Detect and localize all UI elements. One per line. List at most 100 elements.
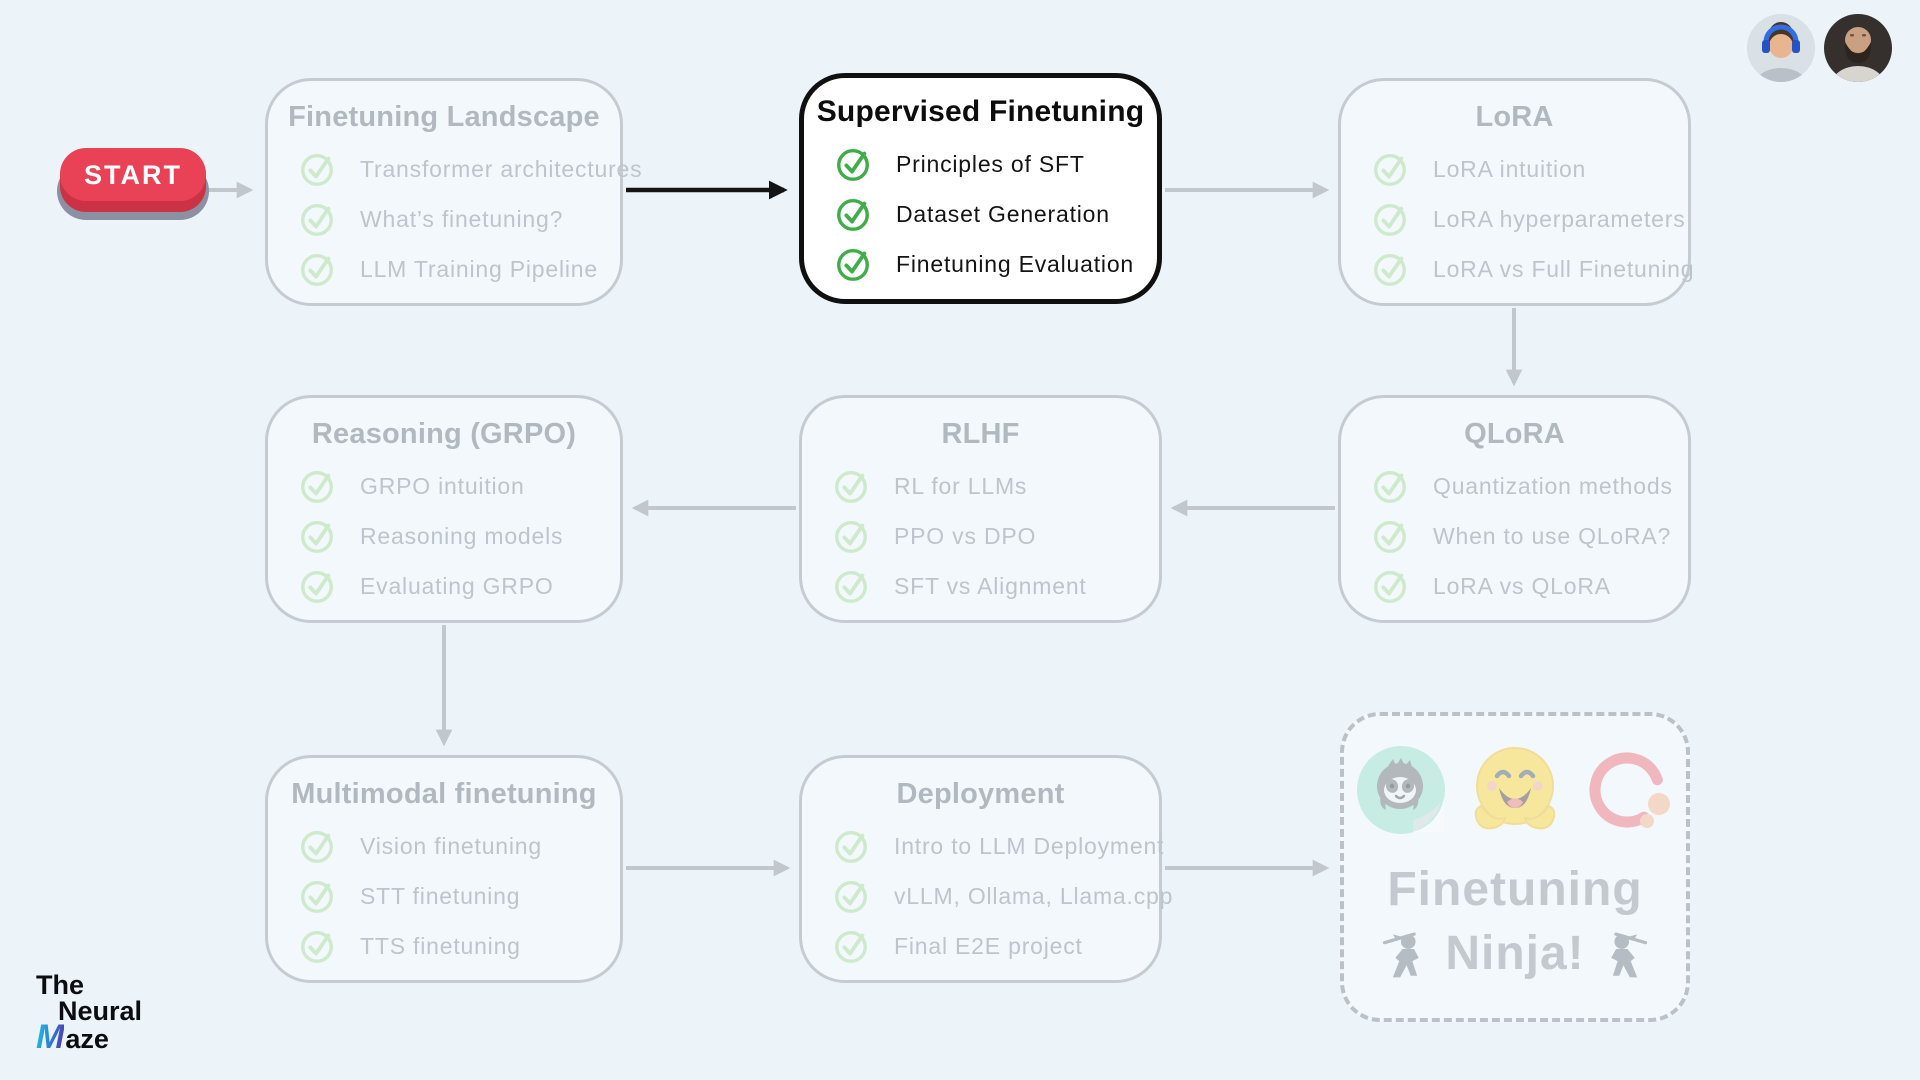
- card-items: LoRA intuition LoRA hyperparameters LoRA…: [1341, 144, 1694, 294]
- list-item: Evaluating GRPO: [268, 561, 620, 611]
- list-item: Intro to LLM Deployment: [802, 821, 1163, 871]
- list-item: LoRA intuition: [1341, 144, 1688, 194]
- card-items: Transformer architectures What’s finetun…: [268, 144, 642, 294]
- card-item-label: Intro to LLM Deployment: [894, 832, 1165, 859]
- check-icon: [1374, 203, 1406, 236]
- card-items: Intro to LLM Deployment vLLM, Ollama, Ll…: [802, 821, 1172, 971]
- check-icon: [301, 880, 333, 913]
- logo-line-maze: M aze: [36, 1018, 142, 1056]
- card-lora: LoRA LoRA intuition LoRA hyperparameters…: [1338, 78, 1694, 306]
- check-icon: [301, 253, 333, 286]
- card-items: Vision finetuning STT finetuning TTS fin…: [268, 821, 620, 971]
- card-title: LoRA: [1475, 101, 1554, 133]
- card-reasoning-grpo: Reasoning (GRPO) GRPO intuition Reasonin…: [265, 395, 623, 623]
- list-item: vLLM, Ollama, Llama.cpp: [802, 871, 1172, 921]
- check-icon: [837, 148, 869, 181]
- card-qlora: QLoRA Quantization methods When to use Q…: [1338, 395, 1691, 623]
- card-item-label: Dataset Generation: [896, 200, 1110, 227]
- card-item-label: Finetuning Evaluation: [896, 250, 1135, 277]
- check-icon: [835, 880, 867, 913]
- ninja-icon-right: [1610, 932, 1647, 978]
- card-item-label: Vision finetuning: [360, 832, 542, 859]
- finale-title-line1: Finetuning: [1387, 863, 1643, 916]
- card-item-label: STT finetuning: [360, 882, 521, 909]
- card-item-label: GRPO intuition: [360, 472, 525, 499]
- card-item-label: Principles of SFT: [896, 150, 1085, 177]
- check-icon: [835, 520, 867, 553]
- list-item: What’s finetuning?: [268, 194, 620, 244]
- list-item: Dataset Generation: [804, 189, 1157, 239]
- card-items: RL for LLMs PPO vs DPO SFT vs Alignment: [802, 461, 1159, 611]
- card-items: Principles of SFT Dataset Generation Fin…: [804, 139, 1157, 289]
- avatar-man-headphones-image: [1747, 14, 1815, 82]
- check-icon: [301, 570, 333, 603]
- card-finetuning-ninja: Finetuning Ninja!: [1340, 712, 1690, 1022]
- comet-logo-icon: [1589, 752, 1670, 828]
- logo-line-the: The: [36, 970, 85, 1000]
- start-button-label: START: [84, 159, 182, 190]
- list-item: Final E2E project: [802, 921, 1159, 971]
- ninja-icon-left: [1383, 932, 1420, 978]
- list-item: LoRA hyperparameters: [1341, 194, 1688, 244]
- list-item: Reasoning models: [268, 511, 620, 561]
- check-icon: [1374, 153, 1406, 186]
- check-icon: [301, 153, 333, 186]
- list-item: RL for LLMs: [802, 461, 1159, 511]
- card-title: QLoRA: [1464, 418, 1565, 450]
- check-icon: [1374, 570, 1406, 603]
- list-item: SFT vs Alignment: [802, 561, 1159, 611]
- list-item: LoRA vs Full Finetuning: [1341, 244, 1694, 294]
- list-item: When to use QLoRA?: [1341, 511, 1688, 561]
- avatar-man-beard: [1824, 14, 1892, 82]
- list-item: LLM Training Pipeline: [268, 244, 620, 294]
- start-button-face: [60, 148, 206, 212]
- card-item-label: RL for LLMs: [894, 472, 1028, 499]
- list-item: TTS finetuning: [268, 921, 620, 971]
- check-icon: [301, 203, 333, 236]
- neural-maze-logo: The Neural M aze: [36, 970, 143, 1056]
- card-item-label: LLM Training Pipeline: [360, 255, 598, 282]
- finale-title-line2: Ninja!: [1344, 925, 1686, 981]
- check-icon: [1374, 470, 1406, 503]
- list-item: Principles of SFT: [804, 139, 1157, 189]
- check-icon: [301, 470, 333, 503]
- card-multimodal-finetuning: Multimodal finetuning Vision finetuning …: [265, 755, 623, 983]
- card-title: Multimodal finetuning: [291, 778, 597, 810]
- card-item-label: Reasoning models: [360, 522, 564, 549]
- check-icon: [1374, 253, 1406, 286]
- list-item: Finetuning Evaluation: [804, 239, 1157, 289]
- card-title: Deployment: [896, 778, 1065, 810]
- card-item-label: Final E2E project: [894, 932, 1083, 959]
- card-item-label: Transformer architectures: [360, 155, 643, 182]
- card-item-label: LoRA intuition: [1433, 155, 1587, 182]
- card-items: Quantization methods When to use QLoRA? …: [1341, 461, 1688, 611]
- card-finetuning-landscape: Finetuning Landscape Transformer archite…: [265, 78, 642, 306]
- card-items: GRPO intuition Reasoning models Evaluati…: [268, 461, 620, 611]
- check-icon: [835, 470, 867, 503]
- card-item-label: Evaluating GRPO: [360, 572, 554, 599]
- card-item-label: SFT vs Alignment: [894, 572, 1087, 599]
- avatar-man-beard-image: [1824, 14, 1892, 82]
- card-deployment: Deployment Intro to LLM Deployment vLLM,…: [799, 755, 1172, 983]
- card-item-label: What’s finetuning?: [360, 205, 564, 232]
- card-item-label: PPO vs DPO: [894, 522, 1037, 549]
- card-title: Supervised Finetuning: [816, 95, 1145, 128]
- unsloth-sticker-icon: [1357, 746, 1445, 834]
- check-icon: [837, 248, 869, 281]
- card-rlhf: RLHF RL for LLMs PPO vs DPO SFT vs Align…: [799, 395, 1162, 623]
- card-title: Finetuning Landscape: [288, 101, 600, 133]
- list-item: GRPO intuition: [268, 461, 620, 511]
- card-title: Reasoning (GRPO): [311, 418, 577, 450]
- check-icon: [301, 930, 333, 963]
- logo-gradient-m: M: [36, 1018, 65, 1056]
- avatar-man-headphones: [1747, 14, 1815, 82]
- list-item: Vision finetuning: [268, 821, 620, 871]
- card-item-label: When to use QLoRA?: [1433, 522, 1672, 549]
- start-button[interactable]: START: [57, 148, 209, 220]
- card-item-label: Quantization methods: [1433, 472, 1673, 499]
- card-title: RLHF: [941, 418, 1020, 450]
- logo-line-neural: Neural: [58, 996, 143, 1026]
- list-item: Quantization methods: [1341, 461, 1688, 511]
